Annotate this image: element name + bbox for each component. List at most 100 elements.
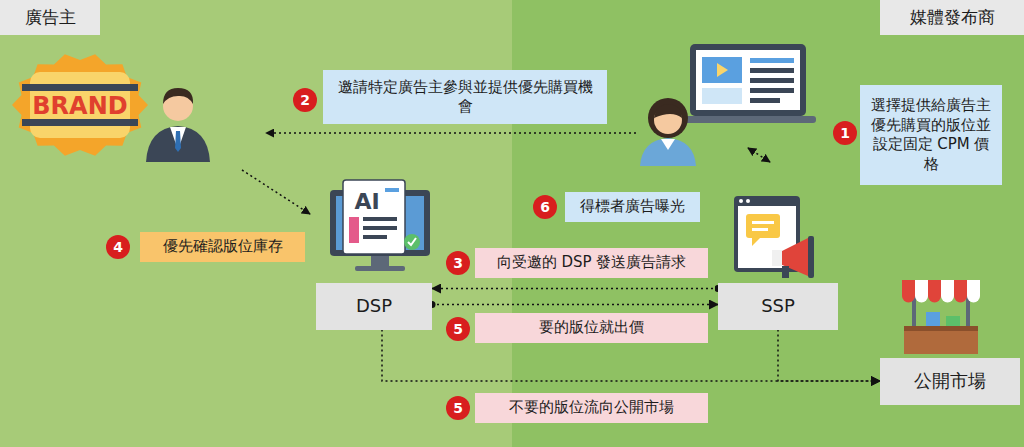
node-text: 得標者廣告曝光 — [580, 197, 685, 217]
publisher-laptop — [690, 44, 806, 116]
publisher-figure — [640, 138, 696, 166]
dsp-icon — [408, 238, 416, 245]
icon-text: AI — [354, 191, 379, 213]
step-note: 得標者廣告曝光 — [565, 192, 700, 222]
market-stall — [902, 280, 980, 354]
market-stall — [941, 280, 954, 296]
publisher-figure — [654, 104, 682, 118]
market-stall — [954, 280, 967, 296]
ssp-icon — [772, 250, 782, 266]
icon-text: BRAND — [32, 94, 127, 118]
market-stall — [915, 296, 928, 303]
callout-number: 2 — [293, 88, 317, 112]
dsp-icon — [343, 180, 405, 254]
publisher-laptop — [702, 57, 742, 83]
node-text: 媒體發布商 — [910, 6, 995, 28]
node-text: 公開市場 — [914, 369, 986, 392]
callout-number: 1 — [833, 121, 857, 145]
background — [512, 0, 1024, 447]
node-text: 選擇提供給廣告主優先購買的版位並設定固定 CPM 價格 — [870, 96, 992, 174]
brand-badge — [22, 84, 138, 91]
advertiser-figure — [175, 131, 181, 152]
brand-badge — [22, 119, 138, 126]
publisher-laptop — [750, 78, 794, 83]
step-note: 選擇提供給廣告主優先購買的版位並設定固定 CPM 價格 — [860, 85, 1002, 185]
dsp-icon — [330, 180, 430, 271]
advertiser-figure — [146, 126, 210, 162]
publisher-figure — [640, 98, 696, 166]
header-box: 廣告主 — [0, 0, 100, 35]
publisher-laptop — [702, 88, 742, 104]
market-stall — [928, 296, 941, 303]
flow-arrow — [432, 288, 718, 290]
market-stall — [967, 296, 980, 303]
market-stall — [904, 326, 978, 331]
leader-arrows — [266, 132, 636, 134]
flow-arrow — [432, 304, 718, 306]
market-stall — [902, 296, 915, 303]
publisher-laptop — [750, 68, 794, 73]
publisher-laptop — [750, 88, 794, 93]
market-stall — [904, 326, 978, 354]
ssp-icon — [782, 266, 789, 278]
publisher-figure — [648, 98, 688, 138]
brand-badge — [30, 72, 130, 138]
node-text: 不要的版位流向公開市場 — [509, 398, 674, 418]
market-stall — [928, 280, 941, 296]
node-text: SSP — [761, 294, 795, 317]
market-stall — [941, 296, 954, 303]
publisher-laptop — [750, 98, 780, 103]
node-text: 要的版位就出價 — [539, 318, 644, 338]
market-stall — [902, 280, 915, 296]
node-text: 優先確認版位庫存 — [163, 237, 283, 257]
step-note: 向受邀的 DSP 發送廣告請求 — [475, 248, 708, 278]
node-text: 邀請特定廣告主參與並提供優先購買機會 — [333, 78, 597, 117]
callout-number: 3 — [446, 251, 470, 275]
market-stall — [902, 280, 980, 303]
dsp-icon — [385, 188, 399, 192]
node-text: 廣告主 — [25, 6, 76, 28]
dsp-icon — [363, 235, 387, 239]
dsp-icon — [349, 217, 359, 243]
brand-badge — [12, 54, 148, 155]
market-stall — [926, 312, 940, 326]
ssp-icon — [746, 214, 780, 238]
ssp-icon — [734, 196, 814, 278]
ssp-icon — [739, 199, 743, 203]
step-note: 優先確認版位庫存 — [140, 232, 305, 262]
market-stall — [915, 280, 928, 296]
ssp-icon — [808, 236, 814, 278]
step-note: 邀請特定廣告主參與並提供優先購買機會 — [323, 70, 607, 124]
publisher-laptop — [750, 58, 794, 63]
header-box: 媒體發布商 — [880, 0, 1024, 35]
publisher-laptop — [717, 63, 728, 77]
node-text: 向受邀的 DSP 發送廣告請求 — [497, 253, 687, 273]
node-text: DSP — [356, 294, 392, 317]
publisher-figure — [661, 139, 675, 150]
dsp-icon — [363, 217, 397, 221]
advertiser-figure — [163, 88, 193, 104]
market-stall — [954, 296, 967, 303]
ssp-icon — [752, 228, 768, 231]
ssp-icon — [746, 199, 750, 203]
callout-number: 6 — [533, 195, 557, 219]
callout-number: 4 — [106, 235, 130, 259]
callout-number: 5 — [446, 396, 470, 420]
market-box: 公開市場 — [880, 358, 1020, 405]
callout-number: 5 — [446, 317, 470, 341]
publisher-laptop — [696, 50, 800, 110]
step-note: 要的版位就出價 — [475, 313, 708, 343]
dsp-icon — [371, 256, 389, 266]
market-stall — [967, 280, 980, 296]
platform-box: DSP — [316, 283, 432, 330]
flow-arrow — [778, 330, 880, 382]
dsp-icon — [363, 226, 397, 230]
publisher-laptop — [680, 116, 816, 123]
ssp-icon — [752, 238, 760, 246]
ssp-icon — [752, 221, 774, 224]
background — [0, 0, 512, 447]
publisher-laptop — [680, 44, 816, 123]
